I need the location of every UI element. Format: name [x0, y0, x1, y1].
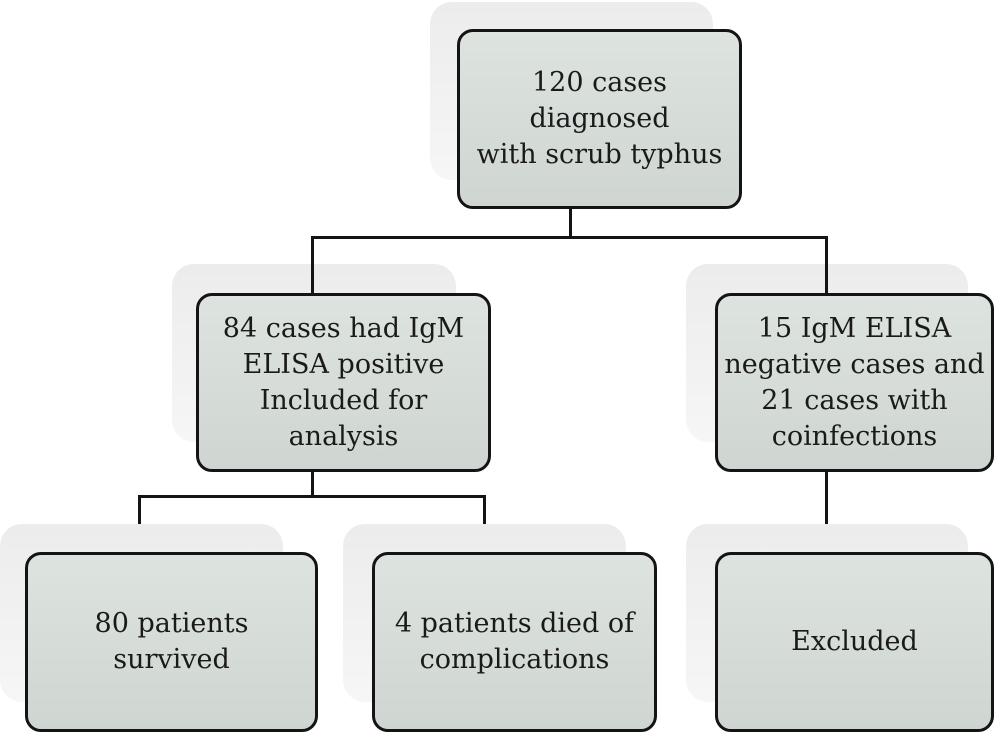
node-died: 4 patients died of complications [372, 552, 657, 732]
connector-to-died [483, 495, 486, 524]
node-excluded-cases-label: 15 IgM ELISA negative cases and 21 cases… [724, 312, 985, 452]
node-positive: 84 cases had IgM ELISA positive Included… [196, 293, 491, 472]
node-died-label: 4 patients died of complications [394, 608, 635, 675]
node-root: 120 cases diagnosed with scrub typhus [457, 29, 742, 209]
node-survived-label: 80 patients survived [94, 608, 249, 675]
connector-level1-horizontal [311, 236, 828, 239]
node-root-label: 120 cases diagnosed with scrub typhus [476, 67, 723, 170]
node-survived: 80 patients survived [25, 552, 318, 732]
connector-to-excluded-cases [825, 236, 828, 295]
node-excluded-label: Excluded [791, 626, 918, 657]
connector-level2-horizontal [138, 495, 486, 498]
node-positive-label: 84 cases had IgM ELISA positive Included… [222, 312, 465, 452]
connector-positive-down [311, 469, 314, 497]
connector-to-positive [311, 236, 314, 295]
connector-to-survived [138, 495, 141, 524]
node-excluded-cases: 15 IgM ELISA negative cases and 21 cases… [715, 293, 994, 472]
connector-excluded-cases-down [825, 469, 828, 524]
connector-root-down [569, 207, 572, 238]
node-excluded: Excluded [715, 552, 994, 732]
